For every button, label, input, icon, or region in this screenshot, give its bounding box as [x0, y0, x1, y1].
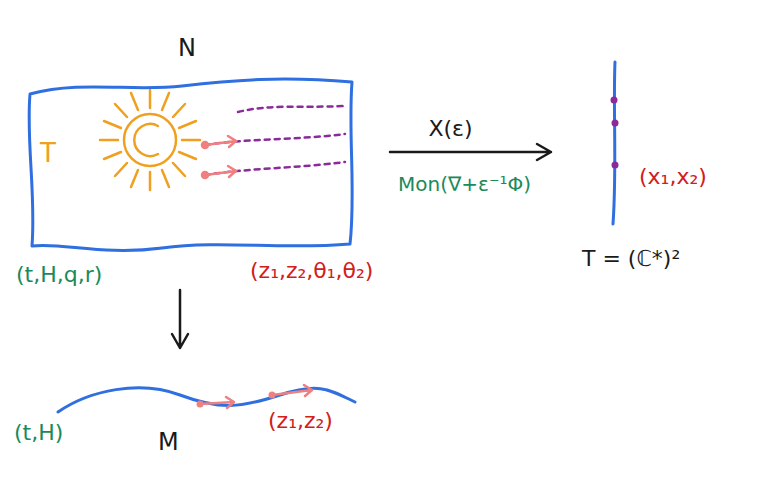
coordinate-label: (t,H,q,r) — [16, 262, 102, 288]
outline-stroke — [613, 62, 615, 224]
map-label: X(ε) — [426, 116, 474, 142]
coordinate-label: (t,H) — [14, 420, 63, 446]
node-outline — [22, 72, 358, 254]
coordinate-label: (z₁,z₂,θ₁,θ₂) — [250, 258, 373, 284]
torus-sun — [100, 90, 200, 190]
outline-stroke — [200, 397, 234, 408]
base-label: M — [158, 428, 179, 457]
coordinate-label: (z₁,z₂) — [268, 408, 333, 434]
coordinate-label: (x₁,x₂) — [639, 164, 707, 190]
space-label: N — [178, 34, 196, 63]
torus-symbol: T — [40, 138, 56, 169]
monodromy-label: Mon(∇+ε⁻¹Φ) — [398, 172, 531, 196]
dashed-orbits — [205, 106, 345, 175]
map-arrow — [172, 290, 188, 348]
point-dot — [612, 120, 619, 127]
space-n: N — [22, 72, 358, 254]
point-dot — [197, 401, 204, 408]
point-dot — [612, 162, 619, 169]
target-line: (x₁,x₂) — [555, 58, 735, 228]
map-arrow — [390, 144, 551, 160]
point-dot — [611, 97, 618, 104]
flow-arrows — [202, 136, 236, 178]
point-dot — [269, 392, 276, 399]
outline-stroke — [29, 79, 352, 250]
outline-stroke — [272, 385, 312, 396]
node-outline — [555, 58, 735, 228]
torus-definition: T = (ℂ*)² — [582, 246, 680, 272]
